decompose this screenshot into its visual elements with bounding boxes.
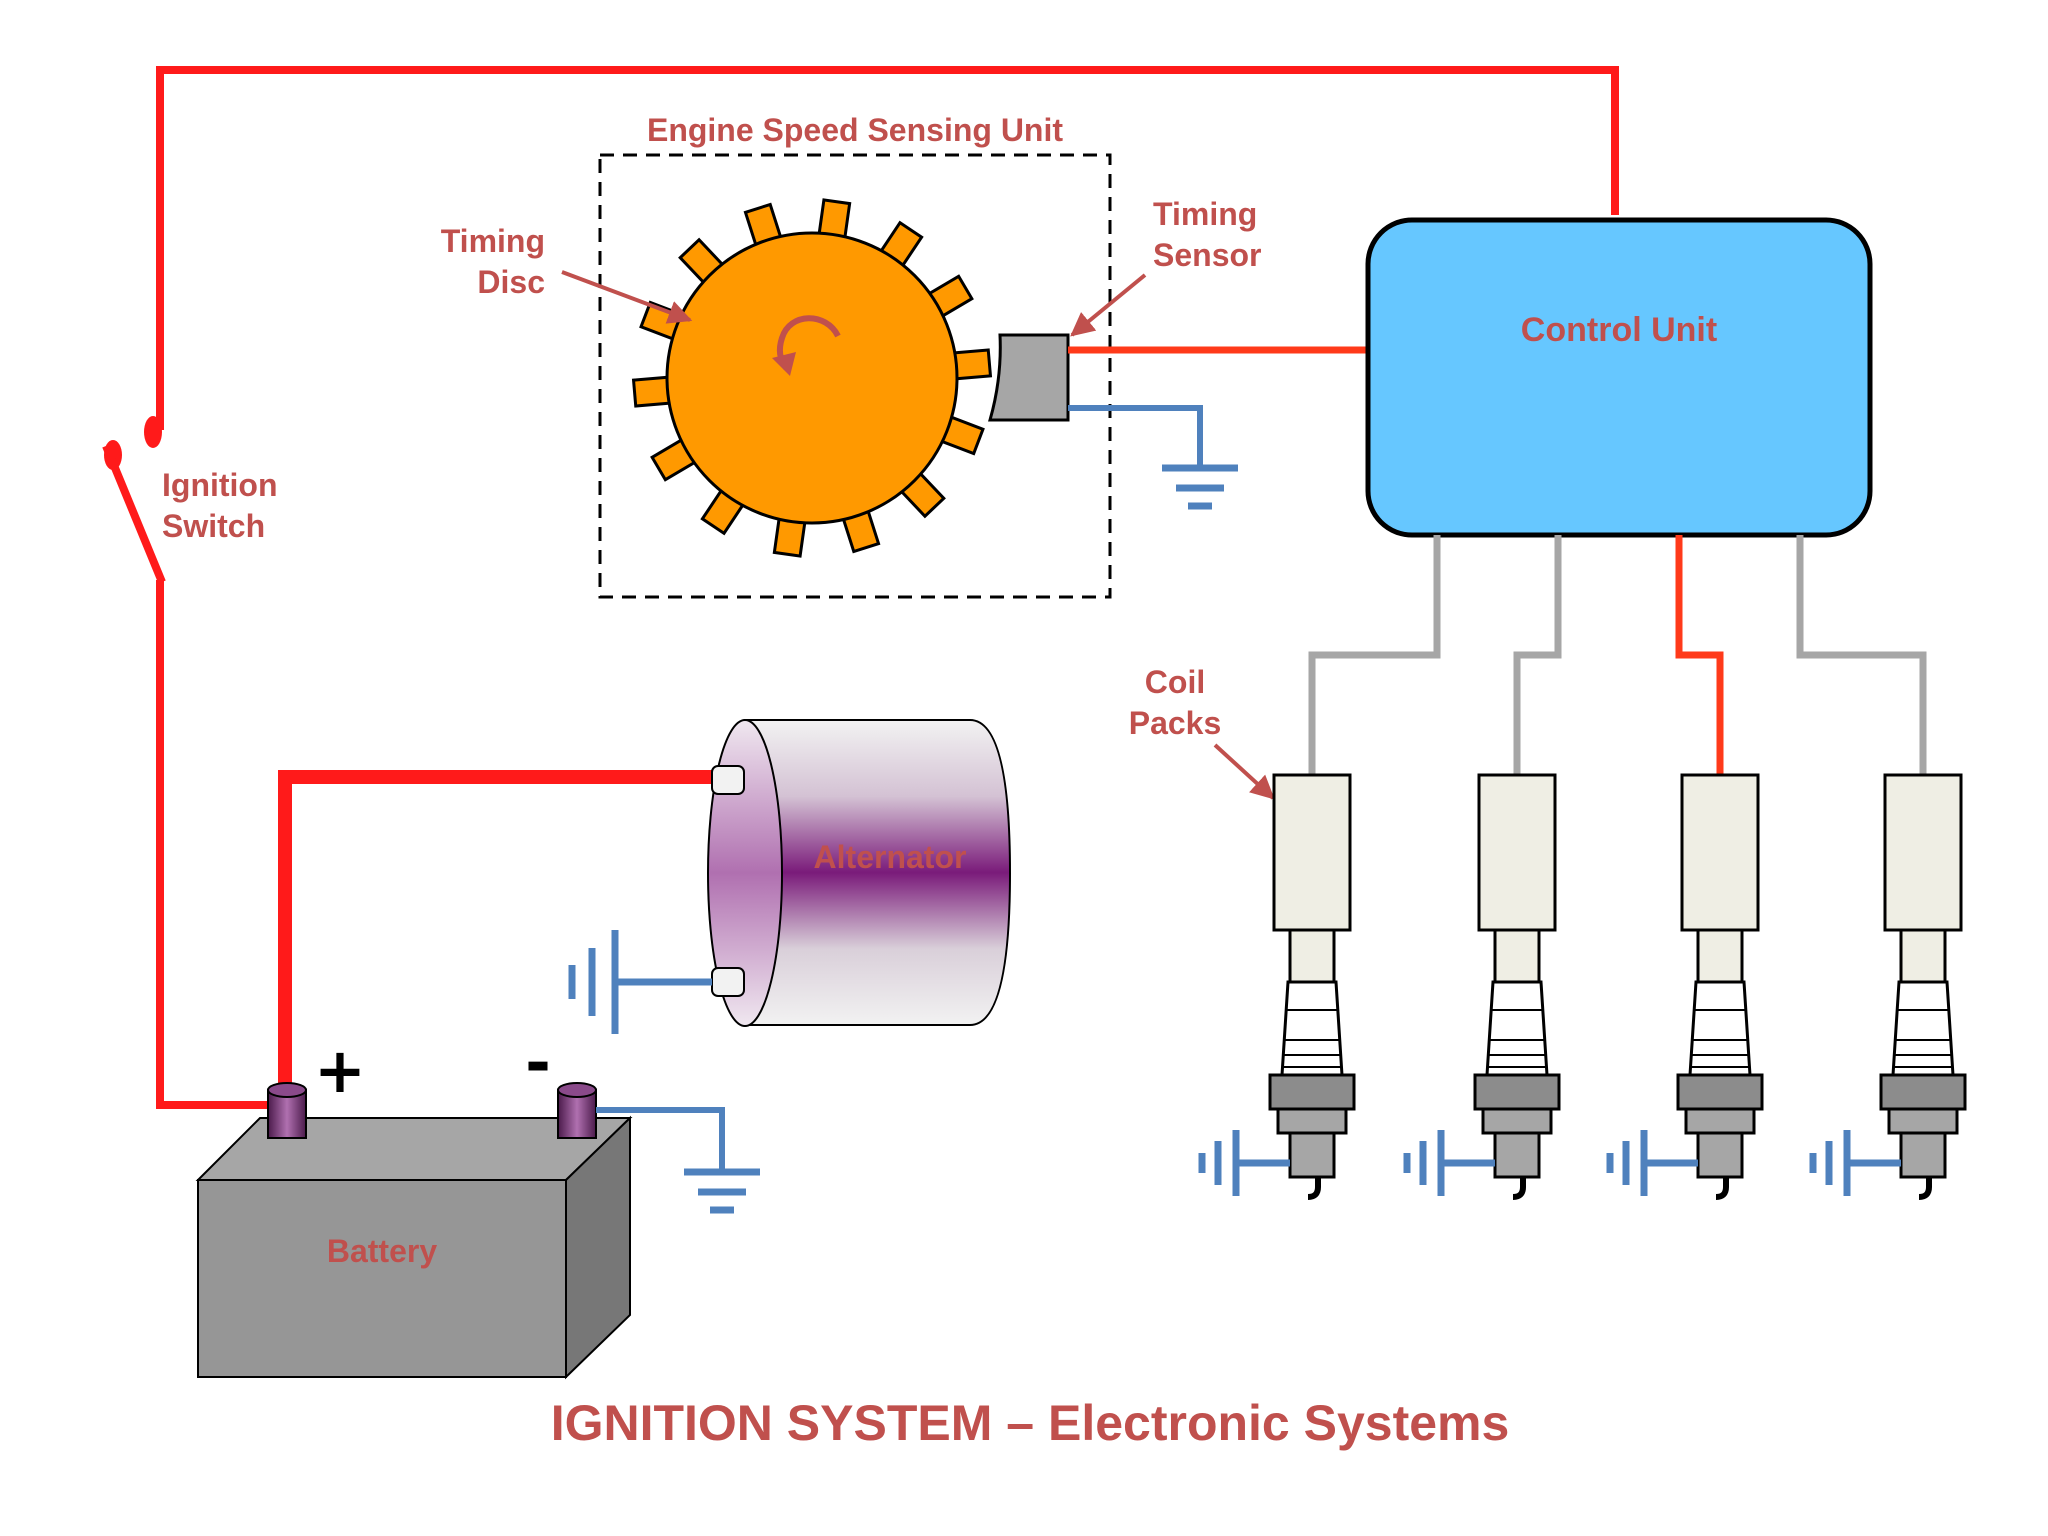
coil-packs-label-line2: Packs [1129,705,1222,741]
rotation-arrow-head-icon [772,352,796,376]
battery-front [197,1179,567,1378]
plug-ground-icon [1606,1130,1698,1196]
coil-packs-pointer [1213,743,1275,800]
battery-terminal-positive [267,1082,307,1139]
timing-disc-label-line1: Timing [441,223,545,259]
alternator-terminal-negative [711,967,745,997]
alternator-charge-wire [278,770,720,1110]
battery-plus-sign: + [314,1034,366,1107]
alternator-ground-symbol-icon [568,930,619,1034]
switch-lever [102,444,166,584]
battery: Battery [195,1082,633,1380]
plug-ground-icon [1198,1130,1290,1196]
battery-terminal-negative [557,1082,597,1139]
coil-pack-2 [1403,775,1559,1197]
timing-disc-body [665,231,959,525]
coil-wire-2 [1513,535,1562,775]
coil-packs-label-line1: Coil [1145,664,1205,700]
coil-wire-4 [1796,535,1927,775]
coil-wire-1 [1308,535,1441,775]
coil-pack-3 [1606,775,1762,1197]
timing-disc-label-line2: Disc [477,264,545,300]
alternator: Alternator [707,719,1012,1027]
alternator-body [744,719,1012,1026]
plug-ground-icon [1403,1130,1495,1196]
alternator-terminal-positive [711,765,745,795]
battery-minus-sign: - [525,1026,551,1099]
diagram-title: IGNITION SYSTEM – Electronic Systems [551,1395,1510,1451]
battery-label: Battery [327,1233,437,1269]
plug-ground-icon [1809,1130,1901,1196]
coil-wire-3 [1675,535,1724,775]
timing-disc [631,198,993,558]
timing-sensor-pointer [1070,273,1147,337]
timing-sensor-label-line1: Timing [1153,196,1257,232]
ignition-switch [102,416,166,584]
timing-sensor [988,333,1070,422]
battery-return-wire [156,580,270,1109]
alternator-face [707,719,783,1027]
coil-pack-4 [1809,775,1965,1197]
ignition-feed-wire [156,66,1619,430]
sensor-ground-symbol-icon [1162,464,1238,510]
sensor-ground-wire [1068,405,1203,468]
power-wiring [156,66,1619,1110]
coil-pack-1 [1198,775,1354,1197]
timing-disc-pointer [561,270,693,324]
switch-contact-top [144,416,162,448]
alternator-label: Alternator [814,839,967,875]
ignition-switch-label-line2: Switch [162,508,265,544]
coil-wiring [1308,535,1927,775]
battery-ground-symbol-icon [684,1168,760,1214]
control-unit-label: Control Unit [1521,311,1717,349]
battery-ground-wire [596,1107,725,1172]
timing-sensor-label-line2: Sensor [1153,237,1261,273]
engine-speed-sensing-unit-label: Engine Speed Sensing Unit [647,112,1063,148]
ignition-switch-label-line1: Ignition [162,467,278,503]
timing-sensor-body [988,333,1070,422]
control-unit-box [1365,217,1873,538]
engine-speed-sensing-unit-box [598,153,1112,599]
